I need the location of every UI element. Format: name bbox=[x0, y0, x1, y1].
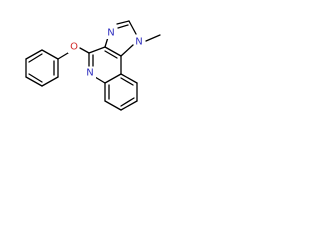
bond-ph-1 bbox=[25, 49, 43, 60]
molecule-structure: N N O N bbox=[25, 20, 161, 111]
bond-benz-3-inner bbox=[120, 97, 135, 107]
bond-c3a-c4 bbox=[88, 46, 106, 54]
bond-n1-methyl bbox=[145, 34, 161, 42]
bond-benz-5-inner bbox=[120, 77, 134, 86]
atom-o-ether: O bbox=[70, 42, 78, 53]
bond-o-c4 bbox=[79, 47, 90, 54]
bond-ph-o bbox=[57, 52, 69, 60]
bond-ph-2 bbox=[41, 49, 59, 60]
bond-c2-n1 bbox=[128, 20, 137, 35]
bond-benz-2 bbox=[104, 100, 122, 111]
bond-n1-c9b bbox=[120, 44, 134, 57]
bonds bbox=[25, 20, 161, 111]
bond-n3-c2 bbox=[116, 20, 130, 25]
bond-ph-5 bbox=[25, 76, 43, 87]
bond-c9b-c3a bbox=[104, 46, 122, 57]
atom-n-imidazole-top: N bbox=[107, 28, 114, 39]
bond-benz-5 bbox=[120, 73, 138, 84]
bond-c9b-c3a-inner bbox=[104, 50, 118, 59]
bond-ph-5-inner bbox=[28, 73, 43, 83]
atom-n-methyl: N bbox=[135, 37, 142, 48]
bond-n3-c2-inner bbox=[117, 24, 129, 29]
bond-ph-1-inner bbox=[28, 53, 43, 63]
atom-n-quinoline: N bbox=[86, 68, 93, 79]
bond-benz-3 bbox=[120, 100, 138, 111]
bond-n5-c5a bbox=[94, 76, 106, 84]
atom-labels: N N O N bbox=[68, 27, 145, 79]
bond-ph-4 bbox=[41, 76, 59, 87]
bond-c5a-c9a bbox=[104, 73, 122, 84]
